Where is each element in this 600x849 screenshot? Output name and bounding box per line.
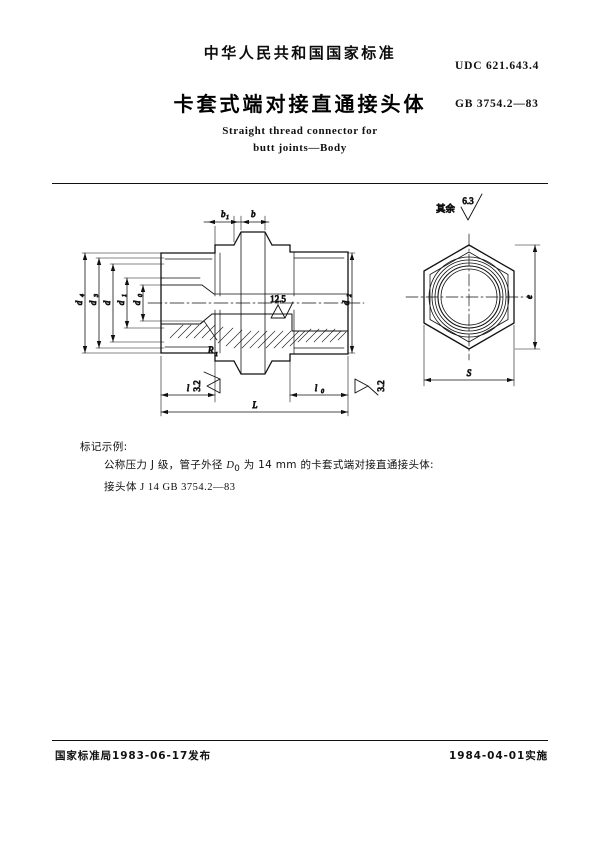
marking-desc-part1: 公称压力 J 级，管子外径: [104, 459, 227, 472]
dim-sub-l0: 0: [321, 389, 324, 395]
marking-symbol-D: D: [226, 460, 235, 472]
dim-sub-d0: 0: [138, 294, 144, 297]
dim-label-d: d: [102, 300, 112, 305]
surface-finish-note: 其余 6.3: [436, 193, 483, 221]
national-standard-heading: 中华人民共和国国家标准: [203, 44, 397, 62]
footer-divider-rule: [52, 740, 548, 741]
marking-desc-part2: 为 14 mm 的卡套式端对接直通接头体:: [240, 459, 434, 472]
dim-label-d0: d: [132, 300, 142, 305]
udc-code: UDC 621.643.4: [455, 60, 540, 72]
dim-sub-R: 1: [215, 352, 218, 358]
issue-date: 国家标准局1983-06-17发布: [55, 750, 211, 762]
surface-finish-value: 6.3: [462, 196, 474, 206]
roughness-value-left: 3.2: [192, 380, 202, 391]
length-dimension-labels: l l 0 L: [186, 383, 324, 411]
dim-sub-d1: 1: [122, 294, 128, 297]
roughness-value-right: 3.2: [376, 380, 386, 391]
dim-label-l0: l: [315, 383, 318, 393]
page-title: 卡套式端对接直通接头体: [173, 92, 427, 116]
standard-number: GB 3754.2—83: [455, 98, 539, 110]
dim-label-d3: d: [88, 300, 98, 305]
title-english-line-1: Straight thread connector for: [222, 125, 378, 137]
technical-drawing: d 4 d 3 d d 1 d: [52, 190, 548, 430]
dim-label-d4: d: [74, 300, 84, 305]
roughness-symbol-left: 3.2: [192, 371, 221, 394]
dim-label-S: S: [467, 368, 472, 378]
marking-designation-text: 接头体 J 14 GB 3754.2—83: [104, 481, 236, 493]
marking-symbol-D-sub: 0: [234, 464, 241, 475]
roughness-symbol-bore: 12.5: [270, 294, 294, 319]
dim-label-e: e: [524, 295, 534, 299]
chamfer-dimension-labels: b 1 b: [221, 209, 257, 222]
surface-finish-label: 其余: [436, 203, 456, 215]
diameter-dimension-labels: d 4 d 3 d d 1 d: [74, 294, 354, 306]
dim-sub-d3: 3: [94, 294, 100, 298]
dim-label-d1: d: [116, 300, 126, 305]
marking-example-heading: 标记示例:: [80, 441, 128, 453]
dim-label-l: l: [187, 383, 190, 393]
dim-label-d2: d: [341, 300, 351, 305]
dim-label-L: L: [251, 400, 257, 410]
title-english-line-2: butt joints—Body: [253, 142, 347, 154]
dim-sub-d4: 4: [79, 294, 86, 297]
dim-sub-d2: 2: [347, 294, 353, 297]
dim-label-b: b: [251, 209, 256, 219]
dim-sub-b1: 1: [226, 215, 229, 221]
marking-example-block: 标记示例: 公称压力 J 级，管子外径 D0 为 14 mm 的卡套式端对接直通…: [80, 438, 520, 497]
marking-example-description: 公称压力 J 级，管子外径 D0 为 14 mm 的卡套式端对接直通接头体:: [80, 456, 520, 477]
marking-example-designation: 接头体 J 14 GB 3754.2—83: [80, 478, 520, 497]
dim-label-R: R: [207, 345, 214, 355]
roughness-symbol-right: 3.2: [354, 378, 386, 396]
header-divider-rule: [52, 183, 548, 184]
dim-label-b1: b: [221, 209, 226, 219]
roughness-value-bore: 12.5: [270, 294, 286, 304]
effective-date: 1984-04-01实施: [449, 750, 548, 762]
